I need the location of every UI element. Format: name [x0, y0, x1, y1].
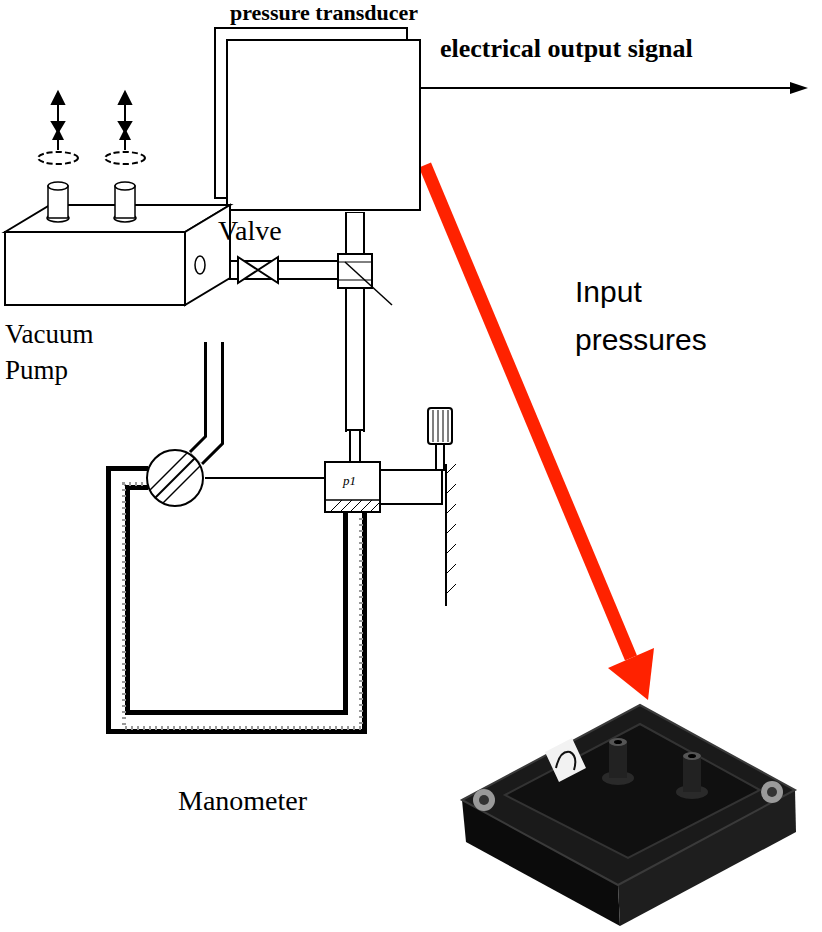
node-label: Vacuum Pump: [5, 316, 135, 388]
pump-stroke-arrows: [119, 92, 131, 104]
pipe: [345, 429, 365, 431]
manometer-tube: [196, 340, 214, 458]
signal-arrow: [420, 87, 792, 89]
reservoir: [340, 500, 352, 512]
micrometer-screw: [446, 544, 456, 554]
pipe: [345, 284, 365, 464]
red-arrow: [608, 648, 654, 700]
micrometer-screw: [443, 410, 444, 442]
sensor-photo: [479, 795, 489, 805]
manometer-tube: [118, 478, 355, 722]
reservoir: [370, 502, 380, 512]
manometer-tube: [118, 478, 355, 722]
pump-piston: [115, 186, 135, 218]
micrometer-screw: [446, 484, 456, 494]
micrometer-screw: [446, 564, 456, 574]
pump-piston: [115, 182, 135, 190]
pump-body: [5, 232, 185, 305]
stopcock: [147, 450, 203, 506]
pump-port: [195, 256, 205, 274]
sensor-photo: [545, 738, 586, 782]
pump-stroke-arrows: [38, 92, 145, 164]
signal-arrow: [420, 82, 808, 94]
red-arrow: [425, 165, 631, 658]
sensor-photo: [462, 705, 796, 926]
sensor-photo: [767, 787, 777, 797]
micrometer-screw: [446, 504, 456, 514]
sensor-photo: [556, 752, 575, 770]
vacuum-pump: Vacuum Pump: [5, 200, 205, 390]
sensor-photo: [688, 754, 696, 758]
pump-stroke-arrows: [119, 128, 131, 140]
sensor-photo: [505, 724, 760, 858]
sensor-photo: [609, 742, 627, 778]
pump-piston: [48, 182, 68, 190]
manometer-label: Manometer: [178, 784, 307, 818]
reservoir: [350, 500, 362, 512]
reservoir: [325, 462, 380, 512]
micrometer-screw: [445, 464, 447, 606]
node-label: pressure transducer: [230, 0, 418, 26]
pressure-symbol: p1: [343, 473, 356, 488]
micrometer-screw: [446, 464, 456, 474]
sensor-photo: [683, 752, 701, 760]
valve-label: Valve: [218, 214, 282, 248]
sensor-photo: [683, 756, 701, 792]
micrometer-screw: [380, 470, 442, 504]
sensor-photo: [614, 740, 622, 744]
micrometer-screw: [438, 410, 439, 442]
valve-symbol: [258, 257, 278, 283]
pump-stroke-arrows: [52, 128, 64, 140]
manometer-tube: [205, 477, 325, 479]
sensor-photo: [761, 781, 783, 803]
signal-label: electrical output signal: [440, 34, 693, 64]
tee-fitting: [338, 254, 392, 305]
micrometer-screw: [428, 408, 452, 444]
micrometer-screw: [448, 410, 449, 442]
pipe: [347, 284, 363, 434]
pressure-transducer-outline: [205, 0, 455, 212]
reservoir: [325, 462, 380, 512]
micrometer-screw: [446, 584, 456, 594]
tee-fitting: [345, 262, 392, 305]
stopcock: [147, 450, 203, 506]
micrometer-screw: [433, 410, 434, 442]
manometer-tube: [118, 340, 361, 728]
reservoir: [330, 500, 342, 512]
signal-arrow: [790, 82, 808, 94]
sensor-photo: [609, 738, 627, 746]
transducer-housing: [227, 40, 420, 210]
manometer-tube: [124, 484, 361, 728]
valve-symbol: [238, 257, 258, 283]
sensor-photo: [462, 705, 795, 885]
micrometer-screw: [446, 524, 456, 534]
pipe: [351, 428, 359, 464]
pump-stroke-arrows: [38, 152, 78, 164]
sensor-photo: [473, 789, 495, 811]
micrometer-screw: [380, 408, 456, 606]
stopcock: [163, 466, 200, 503]
tee-fitting: [338, 262, 372, 263]
red-arrow: [425, 165, 654, 700]
pump-stroke-arrows: [52, 92, 64, 104]
valve-symbol: [238, 257, 278, 283]
pump-stroke-arrows: [105, 152, 145, 164]
tee-fitting: [338, 280, 372, 281]
pump-piston: [48, 186, 68, 218]
annotation-text: Input pressures: [575, 268, 750, 364]
reservoir: [360, 500, 372, 512]
pressure-transducer: pressure transducer: [205, 0, 455, 212]
